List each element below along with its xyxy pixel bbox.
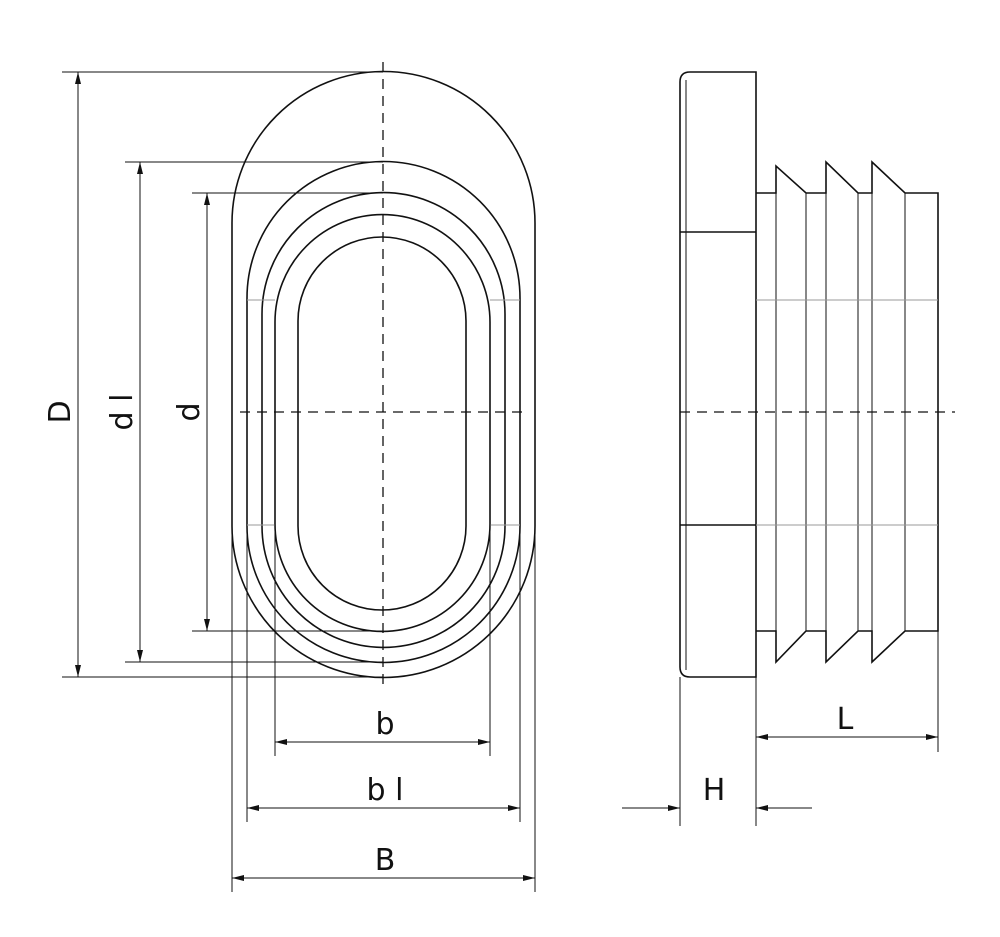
front-view — [231, 62, 536, 690]
dimension-B: B — [232, 843, 535, 881]
inner-hole — [297, 236, 467, 611]
label-L: L — [837, 702, 854, 737]
flange — [679, 71, 757, 678]
label-B: B — [375, 843, 396, 878]
dimension-D: D — [43, 72, 81, 677]
label-H: H — [703, 773, 726, 808]
side-view — [679, 71, 955, 678]
label-b1: b l — [367, 773, 404, 808]
dimension-d1: d l — [105, 162, 143, 662]
label-d1: d l — [105, 394, 140, 431]
extension-lines — [62, 71, 536, 892]
label-d: d — [172, 402, 207, 421]
dimension-d: d — [172, 193, 210, 631]
dimension-H: H — [622, 677, 812, 826]
dimension-L: L — [756, 631, 939, 752]
dimension-b: b — [275, 707, 490, 745]
contour-d — [261, 191, 506, 649]
dimension-b1: b l — [247, 773, 520, 811]
label-b: b — [375, 707, 394, 742]
label-D: D — [43, 400, 78, 423]
